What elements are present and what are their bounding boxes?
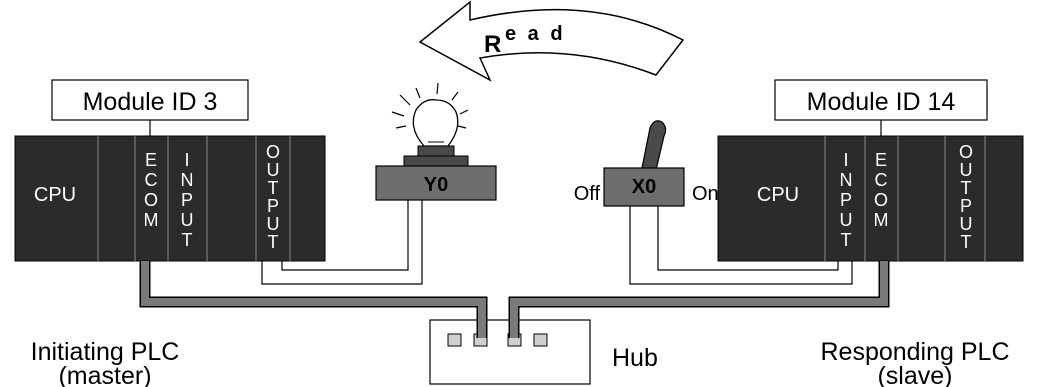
master-ecom-letter: E xyxy=(145,150,157,170)
read-arrow-first-letter: R xyxy=(484,31,501,58)
x0-box xyxy=(603,167,685,207)
hub-port-icon xyxy=(447,333,462,347)
y0-label: Y0 xyxy=(424,174,448,196)
slave-ethernet-cable xyxy=(510,261,888,338)
lamp-y0: Y0 xyxy=(375,82,497,201)
master-output-letter: O xyxy=(266,142,280,162)
slave-input-letter: U xyxy=(840,210,853,230)
master-output-letter: T xyxy=(268,232,279,252)
hub: Hub xyxy=(429,319,658,385)
switch-on-label: On xyxy=(692,183,719,205)
master-output-letter: U xyxy=(267,214,280,234)
master-input-letter: U xyxy=(181,210,194,230)
master-ecom-letter: M xyxy=(144,210,159,230)
hub-label: Hub xyxy=(612,344,658,372)
master-input-letter: P xyxy=(181,190,193,210)
master-output-letter: T xyxy=(268,178,279,198)
master-plc: Module ID 3 CPU E C O M I N P U T O U T … xyxy=(14,79,326,387)
master-ecom-letter: O xyxy=(144,190,158,210)
master-caption-line1: Initiating PLC xyxy=(31,338,180,366)
master-ethernet-cable xyxy=(141,261,486,338)
light-bulb-icon xyxy=(412,99,459,147)
slave-caption-line1: Responding PLC xyxy=(820,338,1009,366)
slave-output-letter: P xyxy=(960,196,972,216)
light-rays-icon xyxy=(391,82,469,129)
y0-box xyxy=(375,165,497,201)
slave-output-letter: T xyxy=(961,232,972,252)
slave-caption-line2: (slave) xyxy=(877,362,952,387)
slave-cpu-label: CPU xyxy=(757,184,799,206)
switch-x0: X0 Off On xyxy=(574,120,719,207)
master-cpu-label: CPU xyxy=(34,184,76,206)
slave-ecom-letter: O xyxy=(874,190,888,210)
read-arrow-rest-letters: e a d xyxy=(505,23,566,45)
master-ecom-letter: C xyxy=(145,170,158,190)
slave-module-id-label: Module ID 14 xyxy=(807,88,956,116)
io-wires xyxy=(261,200,853,285)
x0-label: X0 xyxy=(632,176,656,198)
slave-plc-rack xyxy=(717,135,1024,262)
master-output-letter: U xyxy=(267,160,280,180)
hub-port-icon xyxy=(533,333,548,347)
master-plc-rack xyxy=(14,135,326,262)
master-input-letter: I xyxy=(184,150,189,170)
read-arrow: R e a d xyxy=(418,0,685,82)
slave-input-letter: N xyxy=(840,170,853,190)
master-module-id-box xyxy=(51,79,249,121)
slave-output-letter: U xyxy=(960,214,973,234)
slave-input-letter: I xyxy=(843,150,848,170)
toggle-lever-icon xyxy=(641,120,667,171)
slave-output-letter: O xyxy=(959,142,973,162)
slave-output-letter: U xyxy=(960,160,973,180)
master-output-letter: P xyxy=(267,196,279,216)
slave-ecom-letter: C xyxy=(875,170,888,190)
master-input-letter: T xyxy=(182,230,193,250)
master-caption-line2: (master) xyxy=(58,362,151,387)
slave-plc: Module ID 14 CPU I N P U T E C O M O U T… xyxy=(717,79,1024,387)
slave-ecom-letter: M xyxy=(874,210,889,230)
switch-off-label: Off xyxy=(574,183,601,205)
slave-output-letter: T xyxy=(961,178,972,198)
slave-ecom-letter: E xyxy=(875,150,887,170)
slave-input-letter: T xyxy=(841,230,852,250)
master-input-letter: N xyxy=(181,170,194,190)
slave-input-letter: P xyxy=(840,190,852,210)
ethernet-cables xyxy=(139,261,890,338)
master-module-id-label: Module ID 3 xyxy=(83,88,218,116)
